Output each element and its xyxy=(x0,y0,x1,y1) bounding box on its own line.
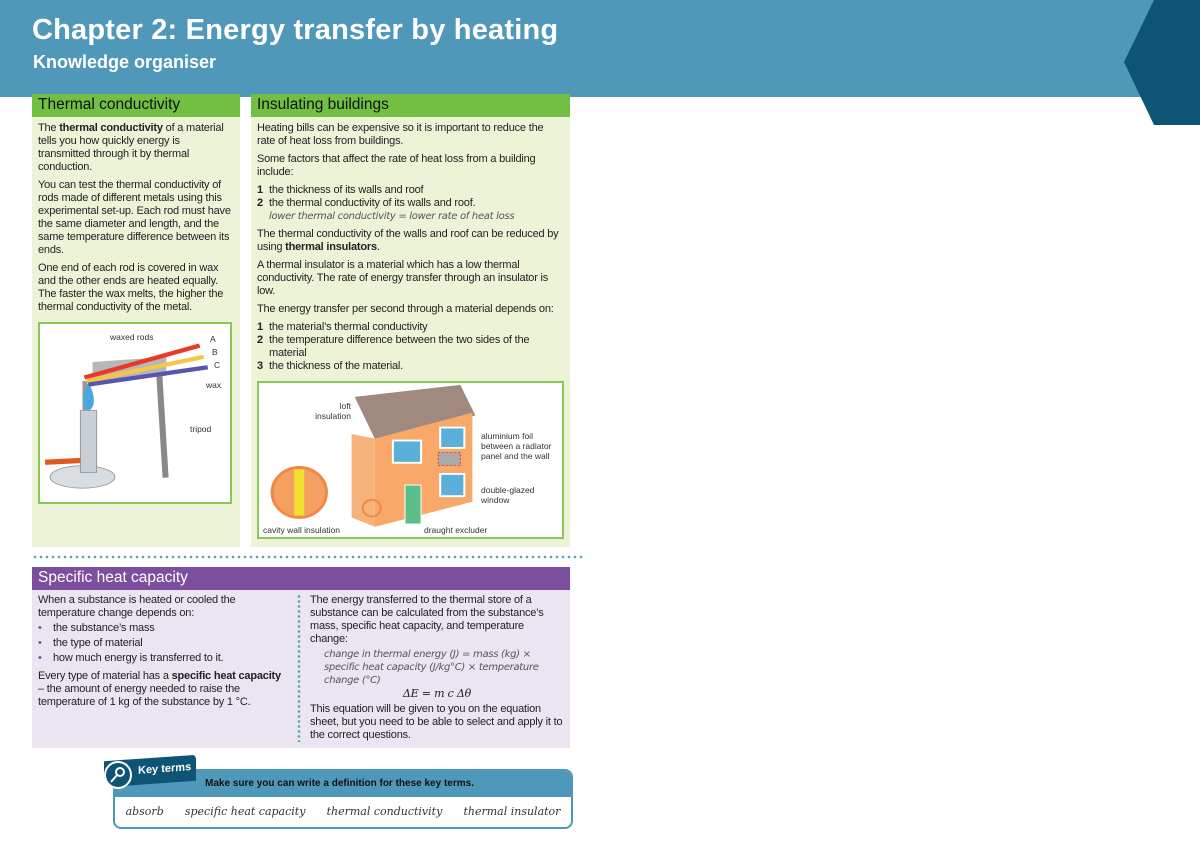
page-title: Chapter 2: Energy transfer by heating xyxy=(32,14,559,46)
paragraph: This equation will be given to you on th… xyxy=(310,703,563,741)
bullet-item: •the substance’s mass xyxy=(38,622,155,634)
paragraph: Every type of material has a specific he… xyxy=(38,670,281,708)
label-b: B xyxy=(212,347,218,357)
label-aluminium-foil: aluminium foil between a radiator panel … xyxy=(481,431,552,461)
page-subtitle: Knowledge organiser xyxy=(33,52,217,72)
bullet-item: •how much energy is transferred to it. xyxy=(38,652,224,664)
section-heading: Specific heat capacity xyxy=(32,567,570,590)
insulating-buildings-section: Insulating buildings Heating bills can b… xyxy=(251,94,570,547)
key-term: thermal conductivity xyxy=(326,805,443,818)
paragraph: Some factors that affect the rate of hea… xyxy=(257,153,536,178)
column-divider xyxy=(297,594,301,742)
section-heading: Insulating buildings xyxy=(251,94,570,117)
label-waxed-rods: waxed rods xyxy=(110,332,154,342)
key-term: specific heat capacity xyxy=(184,805,306,818)
label-c: C xyxy=(214,360,221,370)
label-tripod: tripod xyxy=(190,424,212,434)
paragraph: A thermal insulator is a material which … xyxy=(257,259,549,297)
thermal-conductivity-section: Thermal conductivity The thermal conduct… xyxy=(32,94,240,547)
section-heading: Thermal conductivity xyxy=(32,94,240,117)
paragraph: The thermal conductivity of a material t… xyxy=(38,122,224,173)
dotted-divider xyxy=(32,555,584,559)
note: lower thermal conductivity = lower rate … xyxy=(269,211,515,222)
paragraph: The energy transfer per second through a… xyxy=(257,303,554,315)
label-double-glazed-window: double-glazed window xyxy=(481,485,535,505)
paragraph: The energy transferred to the thermal st… xyxy=(310,594,544,645)
paragraph: When a substance is heated or cooled the… xyxy=(38,594,236,619)
key-icon xyxy=(104,761,132,789)
paragraph: One end of each rod is covered in wax an… xyxy=(38,262,224,313)
house-illustration xyxy=(270,384,476,527)
label-loft-insulation: loft insulation xyxy=(315,401,351,421)
chevron-decoration xyxy=(1124,0,1200,125)
label-a: A xyxy=(210,334,216,344)
label-draught-excluder: draught excluder xyxy=(424,525,488,535)
key-terms-area: Make sure you can write a definition for… xyxy=(32,754,584,832)
label-wax: wax xyxy=(206,380,222,390)
key-term: thermal insulator xyxy=(463,805,561,818)
paragraph: Heating bills can be expensive so it is … xyxy=(257,122,544,147)
word-equation: change in thermal energy (J) = mass (kg)… xyxy=(324,649,539,686)
conductivity-experiment-figure: waxed rods A B C wax tripod xyxy=(38,322,232,504)
main-content: Thermal conductivity The thermal conduct… xyxy=(32,94,584,832)
paragraph: You can test the thermal conductivity of… xyxy=(38,179,231,256)
symbol-equation: ΔE = m c Δθ xyxy=(402,687,472,700)
paragraph: The thermal conductivity of the walls an… xyxy=(257,228,559,253)
key-term: absorb xyxy=(125,805,164,818)
specific-heat-capacity-section: Specific heat capacity When a substance … xyxy=(32,567,570,748)
label-cavity-wall-insulation: cavity wall insulation xyxy=(263,525,341,535)
header-band xyxy=(0,0,1200,97)
bullet-item: •the type of material xyxy=(38,637,143,649)
bunsen-tripod-illustration xyxy=(44,343,209,489)
house-insulation-figure: loft insulation aluminium foil between a… xyxy=(257,381,564,539)
